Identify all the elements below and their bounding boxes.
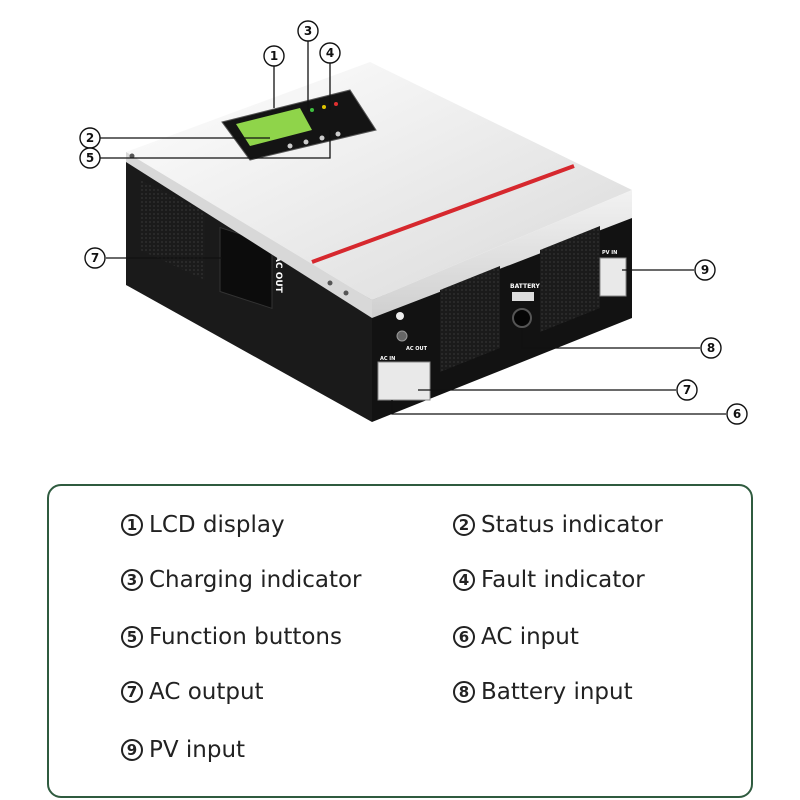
svg-text:7: 7 bbox=[91, 251, 99, 265]
legend-label: Charging indicator bbox=[149, 567, 362, 593]
pv-label: PV IN bbox=[602, 250, 617, 256]
function-button bbox=[319, 135, 325, 141]
ac-in-label: AC IN bbox=[380, 356, 395, 362]
left-vent-panel bbox=[140, 180, 205, 280]
ac-terminal-block bbox=[377, 361, 431, 401]
front-vent-right bbox=[540, 226, 600, 332]
legend-label: LCD display bbox=[149, 512, 285, 538]
front-vent-left bbox=[440, 266, 500, 372]
leader-lines bbox=[100, 40, 726, 415]
ac-out-label: AC OUT bbox=[406, 346, 428, 352]
legend-number: 8 bbox=[453, 681, 475, 703]
legend-number: 1 bbox=[121, 514, 143, 536]
legend-number: 5 bbox=[121, 626, 143, 648]
legend-number: 7 bbox=[121, 681, 143, 703]
legend-item-status-indicator: 2 Status indicator bbox=[453, 512, 663, 538]
legend-item-function-buttons: 5 Function buttons bbox=[121, 624, 342, 650]
legend-item-ac-output: 7 AC output bbox=[121, 679, 264, 705]
legend-item-lcd-display: 1 LCD display bbox=[121, 512, 285, 538]
callout-8: 8 bbox=[700, 337, 722, 359]
legend-label: Battery input bbox=[481, 679, 633, 705]
callout-6: 6 bbox=[726, 403, 748, 425]
cover-screw bbox=[343, 290, 349, 296]
casing-front-edge bbox=[372, 190, 632, 318]
svg-text:6: 6 bbox=[733, 407, 741, 421]
svg-text:5: 5 bbox=[86, 151, 94, 165]
ground-screw bbox=[396, 330, 408, 342]
function-button bbox=[303, 139, 309, 145]
legend-item-ac-input: 6 AC input bbox=[453, 624, 579, 650]
callout-7-side: 7 bbox=[84, 247, 106, 269]
callout-5: 5 bbox=[79, 147, 101, 169]
callout-1: 1 bbox=[263, 45, 285, 67]
legend-label: AC output bbox=[149, 679, 264, 705]
cover-screw bbox=[327, 280, 333, 286]
legend-number: 6 bbox=[453, 626, 475, 648]
battery-port-switch bbox=[512, 292, 534, 301]
status-led bbox=[310, 108, 314, 112]
callout-9: 9 bbox=[694, 259, 716, 281]
legend-item-fault-indicator: 4 Fault indicator bbox=[453, 567, 645, 593]
svg-text:2: 2 bbox=[86, 131, 94, 145]
legend-label: Status indicator bbox=[481, 512, 663, 538]
svg-text:7: 7 bbox=[683, 383, 691, 397]
svg-text:4: 4 bbox=[326, 46, 334, 60]
function-button bbox=[287, 143, 293, 149]
battery-port-label: BATTERY bbox=[510, 283, 540, 290]
legend-label: Fault indicator bbox=[481, 567, 645, 593]
legend-item-pv-input: 9 PV input bbox=[121, 737, 245, 763]
legend-label: AC input bbox=[481, 624, 579, 650]
callout-2: 2 bbox=[79, 127, 101, 149]
legend-number: 4 bbox=[453, 569, 475, 591]
cover-screw bbox=[129, 153, 135, 159]
callout-7-front: 7 bbox=[676, 379, 698, 401]
legend-label: PV input bbox=[149, 737, 246, 763]
battery-port bbox=[512, 308, 532, 328]
red-stripe bbox=[311, 164, 575, 264]
pv-terminal-block bbox=[599, 257, 627, 297]
legend-item-charging-indicator: 3 Charging indicator bbox=[121, 567, 362, 593]
svg-text:3: 3 bbox=[304, 24, 312, 38]
legend-number: 9 bbox=[121, 739, 143, 761]
legend-box: 1 LCD display 2 Status indicator 3 Charg… bbox=[47, 484, 753, 798]
inverter-illustration: AC OUT BATTERY AC IN AC OUT PV IN bbox=[79, 20, 748, 425]
legend-number: 2 bbox=[453, 514, 475, 536]
function-button bbox=[335, 131, 341, 137]
ground-mark bbox=[396, 312, 404, 320]
callout-3: 3 bbox=[297, 20, 319, 42]
side-ac-out-label: AC OUT bbox=[273, 255, 283, 294]
callout-4: 4 bbox=[319, 42, 341, 64]
svg-text:9: 9 bbox=[701, 263, 709, 277]
legend-label: Function buttons bbox=[149, 624, 342, 650]
lcd-display bbox=[236, 108, 312, 146]
legend-number: 3 bbox=[121, 569, 143, 591]
casing-left-edge bbox=[126, 152, 372, 318]
legend-item-battery-input: 8 Battery input bbox=[453, 679, 633, 705]
charging-led bbox=[322, 105, 326, 109]
fault-led bbox=[334, 102, 338, 106]
svg-text:1: 1 bbox=[270, 49, 278, 63]
svg-text:8: 8 bbox=[707, 341, 715, 355]
